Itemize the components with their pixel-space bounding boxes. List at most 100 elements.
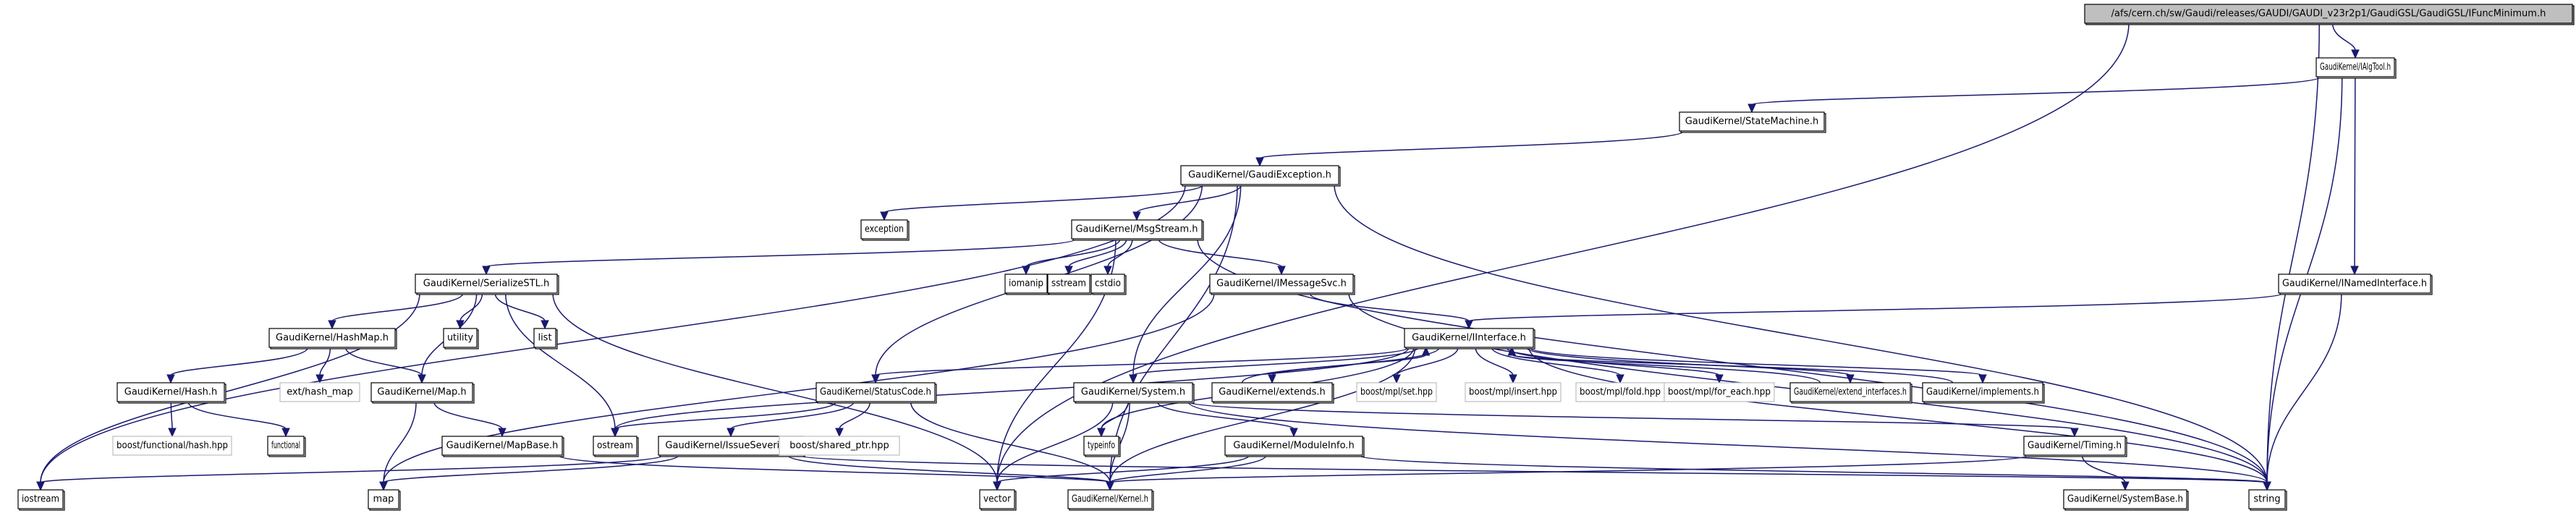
node-imessage-svc[interactable]: GaudiKernel/IMessageSvc.h <box>1209 274 1355 295</box>
node-label: GaudiKernel/HashMap.h <box>276 333 389 344</box>
edge-hash-map-to-ext-hash-map <box>315 347 331 384</box>
arrowhead-icon <box>168 428 177 438</box>
edge-line <box>383 401 417 483</box>
edge-line <box>331 292 464 322</box>
node-string[interactable]: string <box>2248 489 2287 511</box>
edge-msg-stream-to-iomanip <box>1022 238 1121 276</box>
edge-line <box>1528 347 2268 483</box>
node-label: functional <box>271 441 300 451</box>
node-serialize-stl[interactable]: GaudiKernel/SerializeSTL.h <box>415 274 559 295</box>
edge-line <box>319 347 331 376</box>
node-label: vector <box>983 494 1012 505</box>
edge-line <box>1025 238 1121 268</box>
edge-line <box>996 22 2130 483</box>
node-box <box>2063 489 2187 509</box>
node-box <box>593 436 637 456</box>
node-vector[interactable]: vector <box>979 489 1017 511</box>
edge-iinterface-to-mpl-set <box>1392 347 1459 384</box>
node-list[interactable]: list <box>533 328 558 349</box>
node-msg-stream[interactable]: GaudiKernel/MsgStream.h <box>1071 219 1204 241</box>
arrowhead-icon <box>1846 374 1855 384</box>
edge-module-info-to-vector <box>993 454 1250 491</box>
arrowhead-icon <box>611 428 619 438</box>
node-mpl-for-each: boost/mpl/for_each.hpp <box>1664 382 1775 402</box>
node-label: boost/shared_ptr.hpp <box>789 441 889 451</box>
edge-line <box>170 401 173 430</box>
arrowhead-icon <box>2121 481 2130 491</box>
node-iostream[interactable]: iostream <box>17 489 65 511</box>
edge-line <box>884 184 1204 213</box>
node-kernel[interactable]: GaudiKernel/Kernel.h <box>1067 489 1154 511</box>
edge-line <box>1132 184 1242 376</box>
node-map[interactable]: map <box>368 489 401 511</box>
node-iinterface[interactable]: GaudiKernel/IInterface.h <box>1404 328 1535 349</box>
node-state-machine[interactable]: GaudiKernel/StateMachine.h <box>1679 111 1826 133</box>
edge-line <box>383 454 679 483</box>
node-label: utility <box>447 333 473 344</box>
node-hash-map[interactable]: GaudiKernel/HashMap.h <box>268 328 397 349</box>
node-module-info[interactable]: GaudiKernel/ModuleInfo.h <box>1224 436 1365 457</box>
node-box <box>17 489 64 509</box>
node-sstream[interactable]: sstream <box>1047 274 1092 295</box>
node-system[interactable]: GaudiKernel/System.h <box>1073 382 1195 404</box>
edge-line <box>1101 401 1130 430</box>
node-label: typeinfo <box>1088 441 1115 451</box>
node-box <box>368 489 399 509</box>
edge-hash-to-functional-hash <box>168 401 177 438</box>
node-label: GaudiKernel/SerializeSTL.h <box>423 279 549 289</box>
node-label: GaudiKernel/Kernel.h <box>1072 494 1148 505</box>
node-inamed-interface[interactable]: GaudiKernel/INamedInterface.h <box>2278 274 2433 295</box>
arrowhead-icon <box>418 374 426 384</box>
node-system-base[interactable]: GaudiKernel/SystemBase.h <box>2063 489 2189 511</box>
node-functional[interactable]: functional <box>267 436 306 457</box>
edge-line <box>996 401 1114 483</box>
node-typeinfo[interactable]: typeinfo <box>1083 436 1121 457</box>
edge-line <box>787 454 1111 483</box>
node-status-code[interactable]: GaudiKernel/StatusCode.h <box>815 382 937 404</box>
arrowhead-icon <box>1132 211 1141 221</box>
node-root[interactable]: /afs/cern.ch/sw/Gaudi/releases/GAUDI/GAU… <box>2084 4 2575 25</box>
edge-iinterface-to-implements <box>1528 347 1987 384</box>
node-extends[interactable]: GaudiKernel/extends.h <box>1211 382 1334 404</box>
edge-system-to-typeinfo <box>1097 401 1130 438</box>
node-implements[interactable]: GaudiKernel/implements.h <box>1922 382 2045 404</box>
node-iomanip[interactable]: iomanip <box>1004 274 1049 295</box>
edge-line <box>552 292 998 483</box>
edge-line <box>1334 184 2268 483</box>
node-box <box>1180 165 1339 185</box>
node-label: sstream <box>1051 279 1086 289</box>
node-mpl-fold: boost/mpl/fold.hpp <box>1575 382 1665 402</box>
node-box <box>1679 111 1825 132</box>
arrowhead-icon <box>1255 157 1264 167</box>
edge-line <box>839 401 871 430</box>
arrowhead-icon <box>1103 266 1112 276</box>
arrowhead-icon <box>1277 266 1286 276</box>
edge-line <box>557 454 1111 483</box>
node-map[interactable]: GaudiKernel/Map.h <box>370 382 475 404</box>
node-ialg-tool[interactable]: GaudiKernel/IAlgTool.h <box>2316 57 2397 79</box>
node-gaudi-exception[interactable]: GaudiKernel/GaudiException.h <box>1180 165 1341 187</box>
node-ostream[interactable]: ostream <box>593 436 639 457</box>
arrowhead-icon <box>2263 481 2271 491</box>
node-box <box>979 489 1015 509</box>
node-box <box>1209 274 1354 294</box>
node-utility[interactable]: utility <box>443 328 479 349</box>
node-cstdio[interactable]: cstdio <box>1090 274 1127 295</box>
edge-status-code-to-shared-ptr <box>835 401 871 438</box>
node-issue-severity[interactable]: GaudiKernel/IssueSeverity.h <box>658 436 805 457</box>
node-label: map <box>373 494 394 505</box>
node-timing[interactable]: GaudiKernel/Timing.h <box>2023 436 2127 457</box>
node-map-base[interactable]: GaudiKernel/MapBase.h <box>441 436 564 457</box>
edge-line <box>798 454 2268 483</box>
node-box <box>1356 382 1437 402</box>
node-box <box>1224 436 1363 456</box>
node-label: exception <box>865 224 904 235</box>
arrowhead-icon <box>1268 374 1276 384</box>
node-box <box>112 436 232 456</box>
node-label: boost/mpl/set.hpp <box>1360 387 1433 398</box>
node-extend-interfaces[interactable]: GaudiKernel/extend_interfaces.h <box>1789 382 1912 404</box>
edge-serialize-stl-to-hash-map <box>328 292 464 330</box>
node-exception[interactable]: exception <box>860 219 910 241</box>
node-hash[interactable]: GaudiKernel/Hash.h <box>116 382 226 404</box>
